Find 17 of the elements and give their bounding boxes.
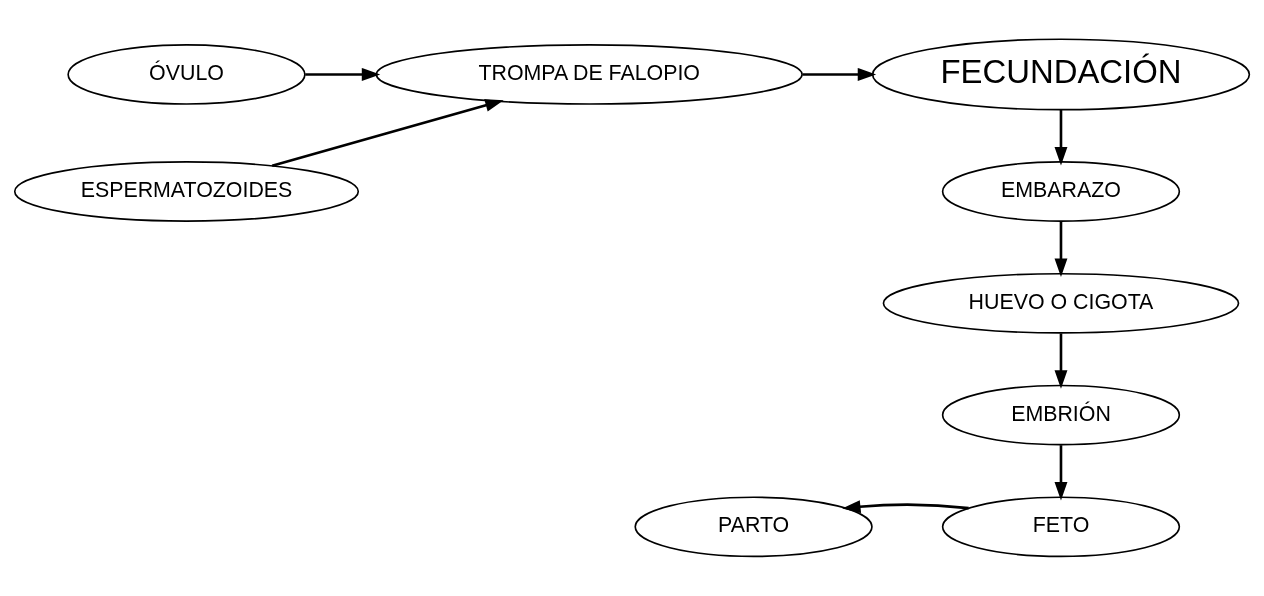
node-ellipse: PARTO [634,496,873,558]
node-ellipse: FECUNDACIÓN [871,38,1251,111]
node-ellipse: EMBRIÓN [941,384,1181,446]
arrow [1054,221,1068,277]
node-ellipse: EMBARAZO [941,161,1181,222]
arrow [305,68,381,81]
arrow [842,500,969,514]
node-ellipse: TROMPA DE FALOPIO [375,44,803,105]
arrow [271,99,504,167]
arrow [802,68,877,81]
arrow [1054,109,1068,166]
node-ellipse: ÓVULO [67,44,306,105]
arrow [1054,333,1068,389]
node-ellipse: FETO [941,496,1181,558]
node-ellipse: HUEVO O CIGOTA [882,272,1240,334]
arrow [1054,445,1068,501]
node-ellipse: ESPERMATOZOIDES [13,161,360,222]
